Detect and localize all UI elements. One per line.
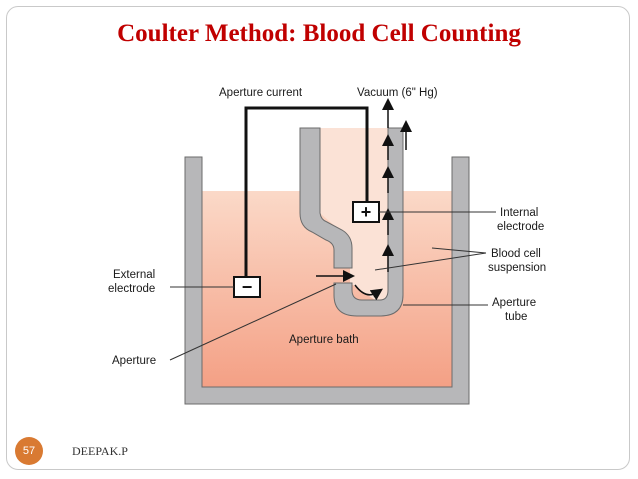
label-aperture-current: Aperture current (219, 87, 303, 99)
label-blood-cell-line1: Blood cell (491, 248, 541, 260)
label-aperture-bath: Aperture bath (289, 334, 359, 346)
bath-container (184, 156, 470, 405)
label-blood-cell-line2: suspension (488, 262, 546, 274)
slide-frame (6, 6, 630, 470)
label-aperture-tube-line2: tube (505, 311, 527, 323)
circuit-wire-external (244, 106, 369, 277)
slide-title: Coulter Method: Blood Cell Counting (117, 20, 521, 47)
label-aperture: Aperture (112, 355, 156, 367)
label-external-electrode-line2: electrode (108, 283, 155, 295)
external-electrode-minus: − (242, 277, 253, 297)
author-footer: DEEPAK.P (72, 444, 128, 458)
internal-electrode-plus: + (361, 202, 372, 222)
label-aperture-tube-line1: Aperture (492, 297, 536, 309)
leader-blood-cell-bath (431, 247, 487, 254)
leader-aperture (169, 283, 337, 361)
label-internal-electrode-line1: Internal (500, 207, 538, 219)
aperture-tube-left-wall (299, 127, 353, 269)
label-external-electrode-line1: External (113, 269, 155, 281)
label-vacuum: Vacuum (6" Hg) (357, 87, 438, 99)
leader-blood-cell-tube (374, 252, 487, 271)
page-number-badge: 57 (15, 437, 43, 465)
label-internal-electrode-line2: electrode (497, 221, 544, 233)
flow-arrow-curve (354, 284, 383, 301)
